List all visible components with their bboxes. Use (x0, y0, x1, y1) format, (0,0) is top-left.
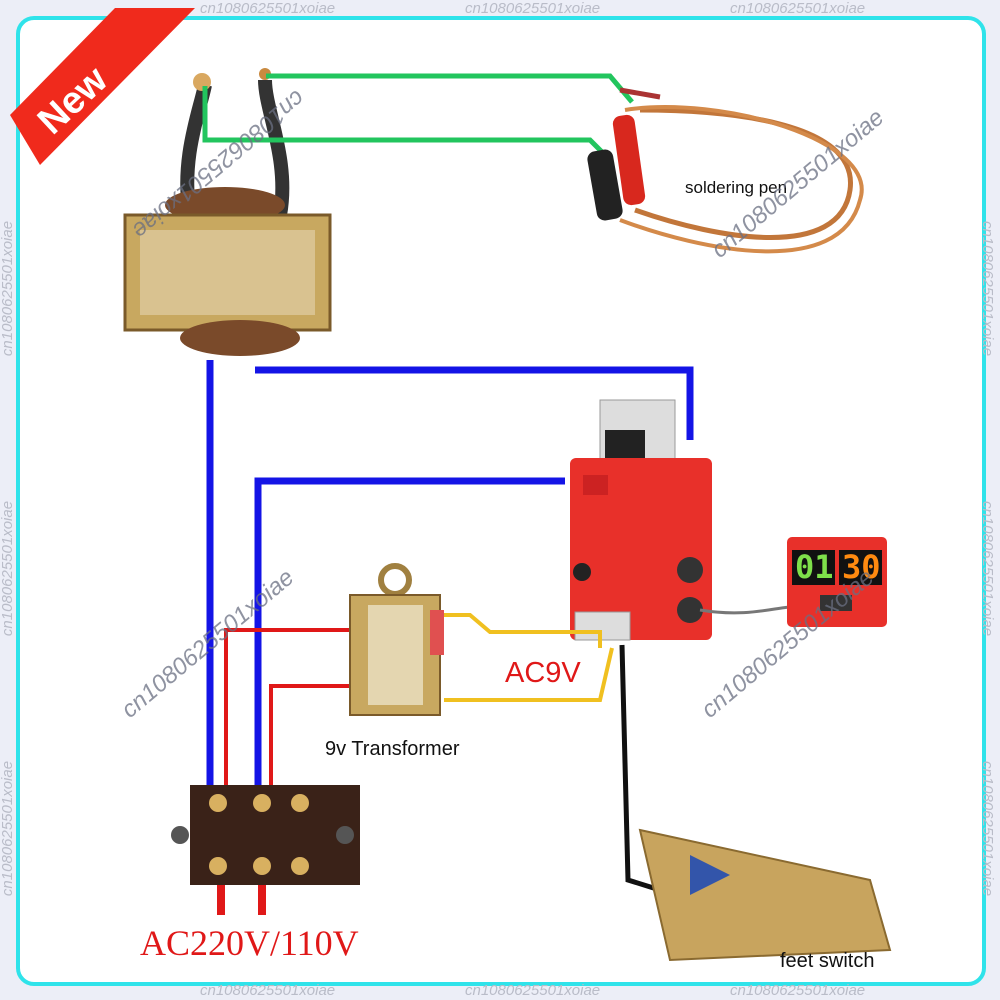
watermark: cn1080625501xoiae (465, 0, 601, 17)
watermark: cn1080625501xoiae (200, 0, 336, 17)
mains-lead-1 (217, 885, 225, 915)
yellow-wire-2 (444, 647, 614, 702)
transformer-9v (349, 563, 444, 716)
display-board (787, 537, 887, 627)
blue-wire-3 (254, 477, 565, 805)
watermark: cn1080625501xoiae (0, 760, 17, 897)
black-wire (619, 644, 661, 893)
ac9v-label: AC9V (505, 657, 581, 689)
transformer-9v-label: 9v Transformer (325, 738, 460, 760)
mains-voltage-label: AC220V/110V (140, 923, 359, 963)
red-wire-2 (269, 684, 355, 805)
yellow-wire-1 (444, 613, 602, 648)
blue-wire-2 (255, 366, 694, 440)
terminal-block (171, 785, 360, 885)
watermark: cn1080625501xoiae (465, 982, 601, 999)
display-right: 30 (842, 548, 881, 586)
mains-lead-2 (258, 885, 266, 915)
watermark: cn1080625501xoiae (0, 220, 17, 357)
feet-switch-label: feet switch (780, 950, 875, 972)
watermark: cn1080625501xoiae (979, 760, 997, 897)
watermark: cn1080625501xoiae (979, 500, 997, 637)
watermark: cn1080625501xoiae (730, 0, 866, 17)
soldering-pen-label: soldering pen (685, 178, 788, 197)
watermark: cn1080625501xoiae (200, 982, 336, 999)
green-wire-2 (202, 86, 604, 154)
foot-switch (638, 828, 892, 962)
watermark: cn1080625501xoiae (0, 500, 17, 637)
red-wire-1 (224, 628, 355, 805)
new-badge (10, 8, 195, 165)
watermark: cn1080625501xoiae (979, 220, 997, 357)
watermark: cn1080625501xoiae (730, 982, 866, 999)
control-board (570, 399, 802, 641)
display-left: 01 (795, 548, 834, 586)
main-transformer (123, 68, 332, 356)
soldering-pen (587, 87, 864, 254)
